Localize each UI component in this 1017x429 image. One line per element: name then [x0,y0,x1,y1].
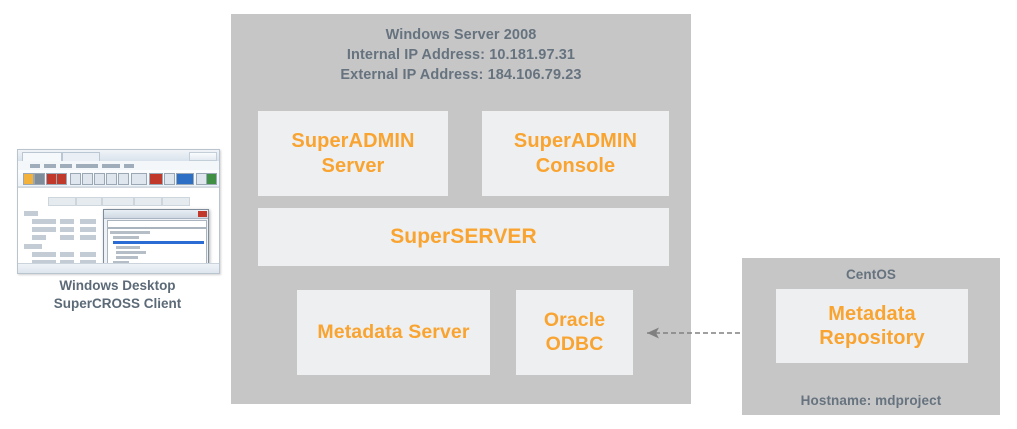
screenshot-tab-2 [62,151,100,161]
screenshot-dialog-titlebar [104,210,208,219]
screenshot-worksheet [18,187,219,273]
client-caption: Windows Desktop SuperCROSS Client [53,278,182,312]
component-superadmin-console[interactable]: SuperADMIN Console [482,111,669,196]
supercross-client-screenshot [17,149,220,274]
screenshot-statusbar [18,263,219,273]
centos-title: CentOS [845,267,897,282]
component-superadmin-server[interactable]: SuperADMIN Server [258,111,448,196]
component-oracle-odbc[interactable]: Oracle ODBC [516,290,633,375]
component-metadata-repository[interactable]: Metadata Repository [776,289,968,363]
screenshot-tab-1 [22,151,62,161]
screenshot-toolbar [18,170,219,187]
screenshot-dialog-close-icon [198,211,207,217]
component-superserver[interactable]: SuperSERVER [258,208,669,266]
component-metadata-server[interactable]: Metadata Server [297,290,490,375]
windows-server-header: Windows Server 2008 Internal IP Address:… [340,27,582,83]
centos-hostname: Hostname: mdproject [800,393,942,408]
screenshot-dialog-field [107,220,207,228]
screenshot-window-buttons [189,152,217,161]
